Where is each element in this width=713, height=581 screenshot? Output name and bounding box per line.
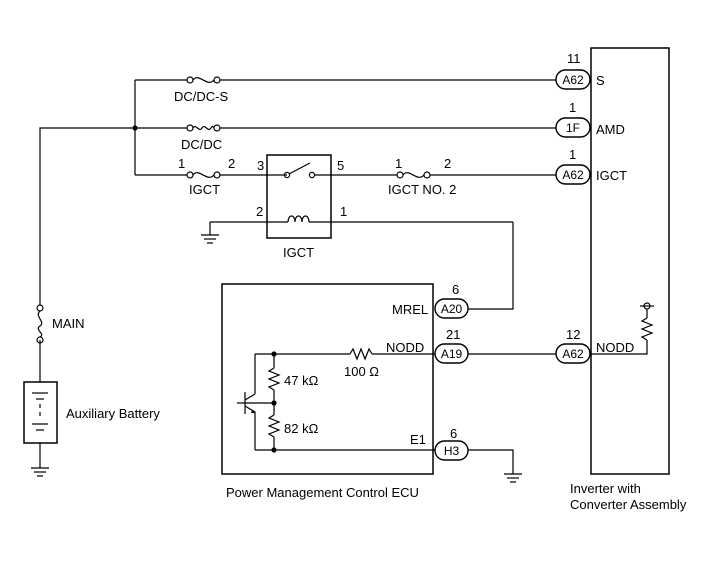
fuse-dcdc-s-label: DC/DC-S xyxy=(174,89,228,104)
relay-pin-2: 2 xyxy=(256,204,263,219)
inverter-nodd-label: NODD xyxy=(596,340,634,355)
inverter-igct-label: IGCT xyxy=(596,168,627,183)
relay-label: IGCT xyxy=(283,245,314,260)
fuse-igct2-pin-out: 2 xyxy=(444,156,451,171)
connector-1f-label: 1F xyxy=(566,121,580,135)
main-fusible-link: MAIN xyxy=(36,304,85,344)
connector-a62-nodd xyxy=(555,343,591,364)
inverter-igct-pin: 1 xyxy=(569,147,576,162)
fuse-igct-pin-out: 2 xyxy=(228,156,235,171)
battery-label: Auxiliary Battery xyxy=(66,406,160,421)
ecu-label: Power Management Control ECU xyxy=(226,485,419,500)
row-dcdc-s: DC/DC-S xyxy=(135,76,556,104)
connector-a62-igct-label: A62 xyxy=(562,168,584,182)
ecu-mrel-label: MREL xyxy=(392,302,428,317)
relay-ground-icon xyxy=(201,221,228,244)
inverter-nodd-pin: 12 xyxy=(566,327,580,342)
fuse-igct-pin-in: 1 xyxy=(178,156,185,171)
fuse-igct2-pin-in: 1 xyxy=(395,156,402,171)
row-igct: 1 2 IGCT 1 2 IGCT NO. 2 xyxy=(135,156,556,197)
inverter-assembly: Inverter with Converter Assembly 11 A62 … xyxy=(555,47,687,512)
resistor-82k-label: 82 kΩ xyxy=(284,421,319,436)
ecu-nodd-pin: 21 xyxy=(446,327,460,342)
ecu-e1-label: E1 xyxy=(410,432,426,447)
battery-ground-icon xyxy=(31,467,49,477)
connector-h3-label: H3 xyxy=(444,444,460,458)
inverter-s-label: S xyxy=(596,73,605,88)
connector-a20-label: A20 xyxy=(441,302,463,316)
relay-pin-3: 3 xyxy=(257,158,264,173)
connector-1f xyxy=(555,117,591,138)
connector-a62-nodd-label: A62 xyxy=(562,347,584,361)
inverter-label-line2: Converter Assembly xyxy=(570,497,687,512)
power-management-ecu: Power Management Control ECU MREL 6 A20 … xyxy=(221,282,469,500)
inverter-s-pin: 11 xyxy=(567,51,581,66)
fuse-igct2-label: IGCT NO. 2 xyxy=(388,182,456,197)
ecu-ground-icon xyxy=(468,449,522,483)
inverter-amd-pin: 1 xyxy=(569,100,576,115)
igct-relay: 3 5 2 1 IGCT xyxy=(228,154,513,260)
inverter-amd-label: AMD xyxy=(596,122,625,137)
ecu-mrel-pin: 6 xyxy=(452,282,459,297)
connector-a62-s xyxy=(555,69,591,90)
fuse-dcdc-label: DC/DC xyxy=(181,137,222,152)
resistor-100-label: 100 Ω xyxy=(344,364,379,379)
connector-a20 xyxy=(434,298,469,319)
relay-pin-1: 1 xyxy=(340,204,347,219)
inverter-label-line1: Inverter with xyxy=(570,481,641,496)
connector-a62-igct xyxy=(555,164,591,185)
ecu-e1-pin: 6 xyxy=(450,426,457,441)
fuse-igct-label: IGCT xyxy=(189,182,220,197)
auxiliary-battery: Auxiliary Battery xyxy=(23,381,160,444)
mrel-wire xyxy=(468,222,514,310)
resistor-47k-label: 47 kΩ xyxy=(284,373,319,388)
connector-a62-s-label: A62 xyxy=(562,73,584,87)
ecu-nodd-label: NODD xyxy=(386,340,424,355)
main-fuse-label: MAIN xyxy=(52,316,85,331)
connector-a19-label: A19 xyxy=(441,347,463,361)
row-dcdc: DC/DC xyxy=(135,124,556,152)
relay-pin-5: 5 xyxy=(337,158,344,173)
